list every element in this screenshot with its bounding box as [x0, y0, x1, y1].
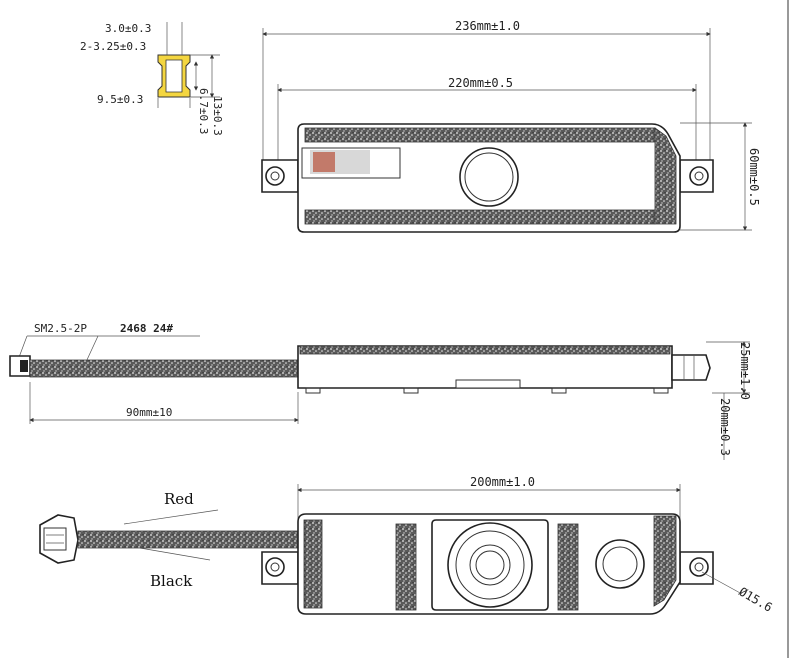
inner-width-dim: 220mm±0.5 — [448, 76, 513, 90]
slot-bottom-width: 9.5±0.3 — [97, 93, 143, 106]
cable-length-dim: 90mm±10 — [126, 406, 172, 419]
height-dim: 60mm±0.5 — [747, 148, 761, 206]
side-view: SM2.5-2P 2468 24# 90mm±10 25mm±1.0 — [9, 322, 752, 460]
slot-detail: 3.0±0.3 2-3.25±0.3 9.5±0.3 6.7±0.3 13±0.… — [80, 22, 224, 136]
slot-inner-height: 6.7±0.3 — [197, 88, 210, 134]
bottom-view: 200mm±1.0 Red Black — [39, 475, 775, 615]
thickness-body-dim: 20mm±0.3 — [718, 398, 732, 456]
top-view: 236mm±1.0 220mm±0.5 60mm±0.5 — [261, 19, 761, 233]
wire-red-label: Red — [164, 490, 194, 508]
connector-label: SM2.5-2P — [34, 322, 87, 335]
wire-black-label: Black — [150, 572, 193, 590]
slot-top-width: 3.0±0.3 — [105, 22, 151, 35]
slot-width: 2-3.25±0.3 — [80, 40, 146, 53]
bottom-width-dim: 200mm±1.0 — [470, 475, 535, 489]
thickness-total-dim: 25mm±1.0 — [738, 342, 752, 400]
hole-diameter-dim: Ø15.6 — [737, 584, 775, 614]
overall-width-dim: 236mm±1.0 — [455, 19, 520, 33]
cable-spec-label: 2468 24# — [120, 322, 173, 335]
slot-outer-height: 13±0.3 — [211, 96, 224, 136]
